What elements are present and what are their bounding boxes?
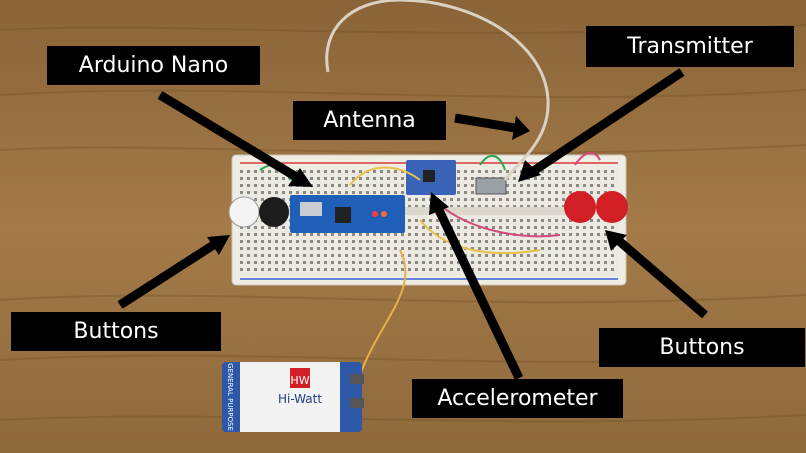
- antenna-wire: [325, 0, 550, 181]
- antenna-label: Antenna: [293, 101, 446, 140]
- left-buttons: [228, 196, 289, 228]
- left-buttons-arrow: [117, 235, 230, 309]
- battery-brand: HW: [290, 374, 309, 387]
- buttons-left-label: Buttons: [11, 312, 221, 351]
- arduino-arrow: [157, 91, 313, 187]
- antenna-arrow: [454, 113, 530, 140]
- accelerometer-arrow: [429, 192, 524, 380]
- arduino-nano-board: [290, 195, 405, 233]
- transmitter-label: Transmitter: [586, 26, 794, 67]
- transmitter-arrow: [518, 68, 685, 182]
- battery: HW Hi-Watt GENERAL PURPOSE: [222, 362, 364, 432]
- annotation-arrows: [117, 68, 708, 380]
- accelerometer-board: [406, 160, 456, 195]
- arduino-nano-label: Arduino Nano: [47, 46, 260, 85]
- buttons-right-label: Buttons: [599, 328, 805, 367]
- wood-grain: [0, 24, 806, 423]
- accelerometer-label: Accelerometer: [412, 379, 623, 418]
- right-buttons: [564, 191, 628, 223]
- transmitter-module: [475, 177, 507, 195]
- right-buttons-arrow: [605, 230, 708, 319]
- battery-side-text: GENERAL PURPOSE: [226, 363, 234, 431]
- battery-name: Hi-Watt: [278, 392, 322, 406]
